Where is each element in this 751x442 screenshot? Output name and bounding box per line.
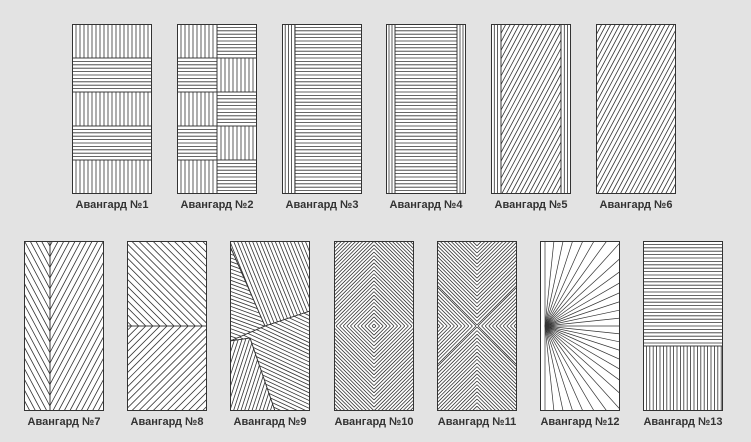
door-panel-13[interactable] — [643, 241, 723, 411]
door-label: Авангард №11 — [437, 416, 517, 428]
door-pattern-drawing — [540, 241, 620, 411]
door-label: Авангард №5 — [494, 199, 568, 211]
door-label: Авангард №10 — [334, 416, 414, 428]
door-panel-4[interactable] — [386, 24, 466, 194]
door-pattern-drawing — [386, 24, 466, 194]
door-label: Авангард №2 — [180, 199, 254, 211]
door-label: Авангард №4 — [389, 199, 463, 211]
door-pattern-drawing — [596, 24, 676, 194]
door-label: Авангард №8 — [130, 416, 204, 428]
door-label: Авангард №7 — [27, 416, 101, 428]
door-label: Авангард №13 — [643, 416, 723, 428]
door-pattern-drawing — [230, 241, 310, 411]
door-label: Авангард №6 — [599, 199, 673, 211]
door-panel-10[interactable] — [334, 241, 414, 411]
door-label: Авангард №12 — [540, 416, 620, 428]
door-panel-3[interactable] — [282, 24, 362, 194]
door-panel-5[interactable] — [491, 24, 571, 194]
door-label: Авангард №3 — [285, 199, 359, 211]
door-pattern-drawing — [282, 24, 362, 194]
door-pattern-drawing — [643, 241, 723, 411]
door-panel-7[interactable] — [24, 241, 104, 411]
door-panel-11[interactable] — [437, 241, 517, 411]
door-label: Авангард №1 — [75, 199, 149, 211]
door-pattern-drawing — [334, 241, 414, 411]
door-pattern-drawing — [24, 241, 104, 411]
door-panel-8[interactable] — [127, 241, 207, 411]
door-pattern-drawing — [177, 24, 257, 194]
door-panel-9[interactable] — [230, 241, 310, 411]
door-pattern-drawing — [437, 241, 517, 411]
door-label: Авангард №9 — [233, 416, 307, 428]
door-pattern-drawing — [127, 241, 207, 411]
door-panel-2[interactable] — [177, 24, 257, 194]
door-panel-1[interactable] — [72, 24, 152, 194]
door-panel-12[interactable] — [540, 241, 620, 411]
door-pattern-drawing — [72, 24, 152, 194]
door-pattern-drawing — [491, 24, 571, 194]
door-panel-6[interactable] — [596, 24, 676, 194]
